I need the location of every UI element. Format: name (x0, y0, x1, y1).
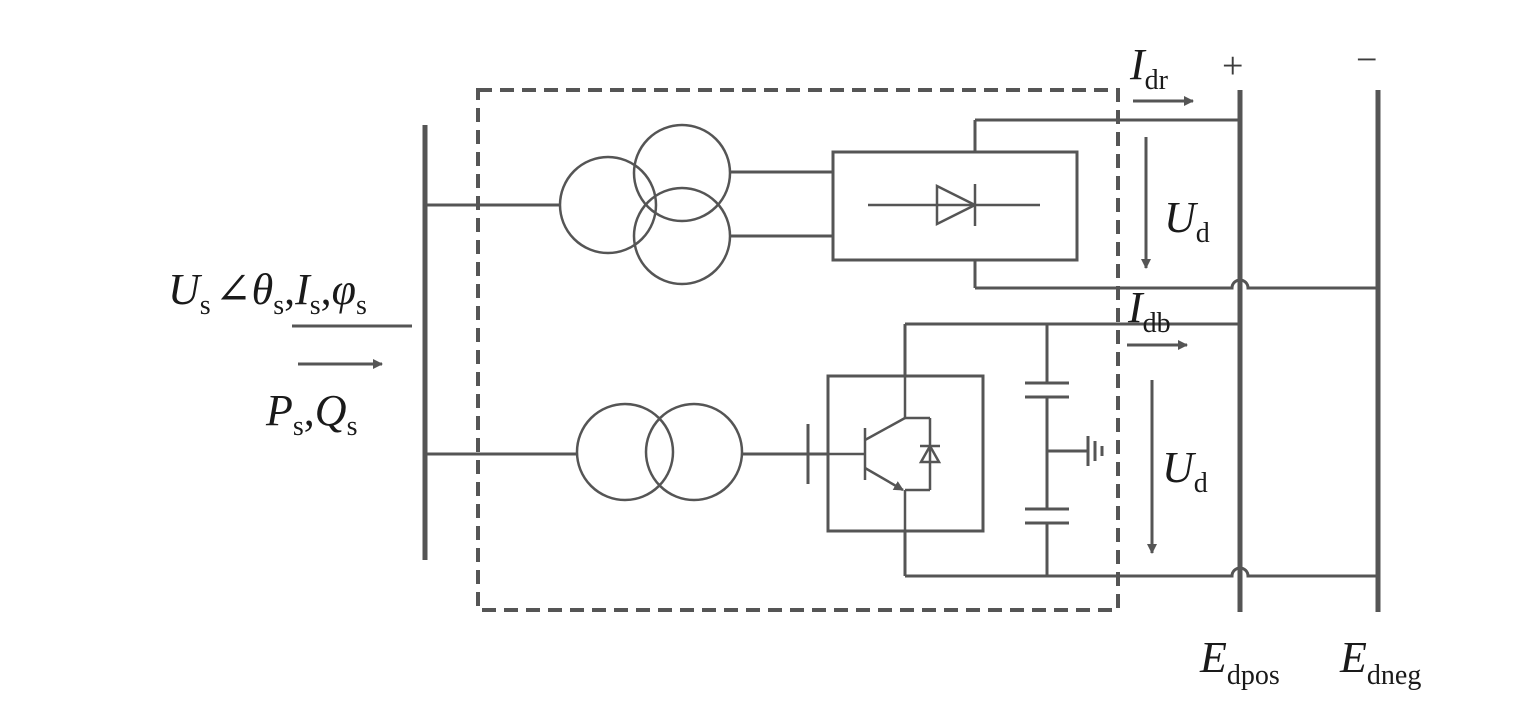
idb-label: Idb (1127, 283, 1171, 339)
ground-symbol (1047, 436, 1104, 466)
igbt-symbol (828, 376, 942, 531)
dc-capacitor-bank (1025, 324, 1069, 576)
ud-bottom-label: Ud (1162, 443, 1208, 499)
ac-side-label: Us∠θs,Is,φs (168, 265, 367, 321)
diode-symbol (868, 183, 1040, 227)
power-label: Ps,Qs (265, 386, 357, 442)
edpos-label: Edpos (1199, 633, 1280, 691)
rectifier-neg-line (975, 278, 1378, 290)
ud-top-label: Ud (1164, 193, 1210, 249)
negative-terminal-sign: − (1356, 39, 1377, 81)
three-winding-transformer (558, 123, 732, 286)
positive-terminal-sign: + (1222, 45, 1243, 87)
idr-label: Idr (1129, 40, 1169, 96)
edneg-label: Edneg (1339, 633, 1421, 691)
diode-rectifier-box (831, 150, 1079, 262)
station-boundary (476, 88, 1120, 612)
two-winding-transformer (575, 402, 744, 502)
converter-neg-line (905, 566, 1378, 578)
